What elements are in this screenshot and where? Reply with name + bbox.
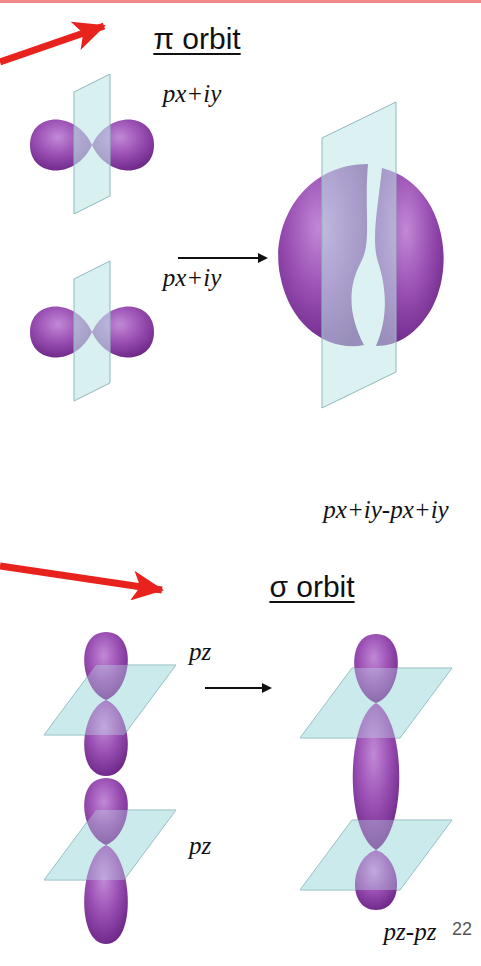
section-heading: π orbit (153, 22, 240, 55)
orbital-label: pz-pz (384, 918, 437, 946)
pi-bond-orbital (278, 102, 443, 408)
p-orbital (30, 261, 154, 401)
pz-orbital (44, 632, 176, 776)
sigma-bond-orbital (300, 634, 452, 910)
orbital-label: pz (189, 832, 211, 860)
red-arrow (0, 566, 162, 590)
section-heading: σ orbit (269, 570, 354, 603)
orbital-label: px+iy-px+iy (323, 496, 448, 524)
page-number: 22 (452, 920, 472, 940)
pz-orbital (44, 778, 176, 944)
p-orbital (30, 74, 154, 214)
orbital-label: px+iy (163, 264, 222, 292)
reaction-arrow (205, 687, 270, 689)
top-bar (0, 0, 481, 3)
red-arrow (0, 26, 104, 62)
orbital-label: px+iy (163, 80, 222, 108)
reaction-arrow (178, 257, 266, 259)
orbital-label: pz (189, 638, 211, 666)
